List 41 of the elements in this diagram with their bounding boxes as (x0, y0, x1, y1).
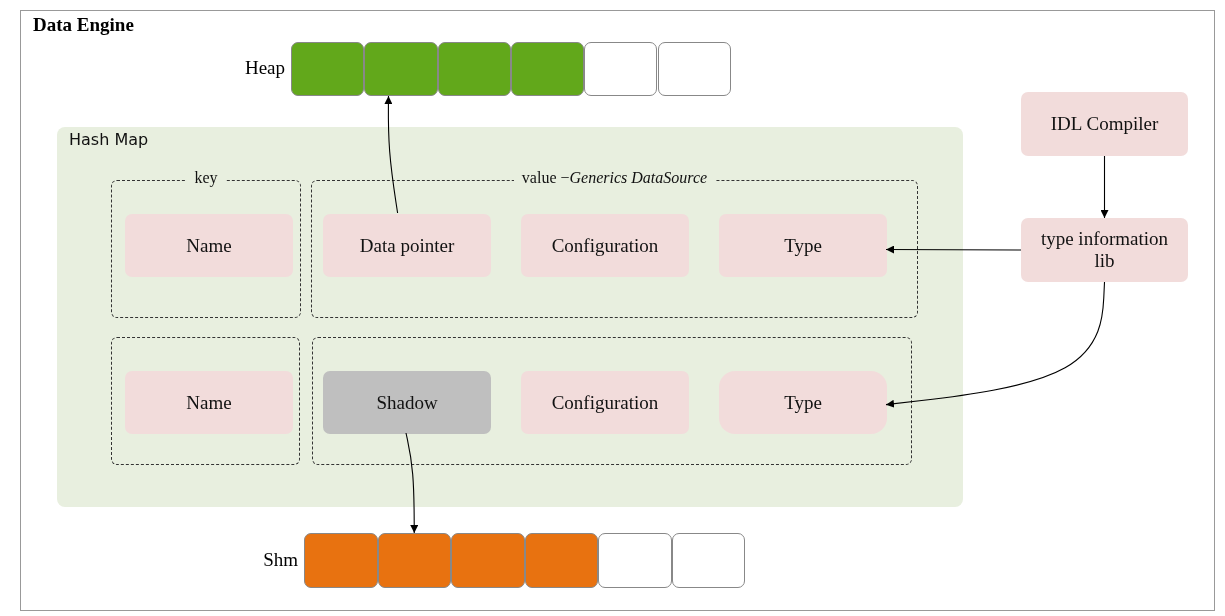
field-box (719, 214, 887, 277)
memory-cell (451, 533, 525, 588)
arrow (384, 95, 399, 214)
box-label: Shadow (376, 391, 438, 414)
box-label: Data pointer (359, 234, 455, 257)
box-label: IDL Compiler (1050, 113, 1159, 135)
memory-cell (671, 533, 745, 588)
arrow (1100, 155, 1109, 219)
value-group (312, 337, 912, 465)
memory-cell (598, 533, 672, 588)
group-label: key (186, 169, 226, 187)
box-label: Name (186, 391, 232, 414)
hash-map-panel (57, 127, 963, 507)
memory-label: Shm (263, 548, 298, 571)
memory-cell (510, 42, 585, 96)
panel-title: Hash Map (69, 130, 149, 149)
memory-cell (304, 533, 378, 588)
arrow (885, 245, 1022, 254)
arrow (885, 281, 1106, 408)
shadow-box (323, 371, 491, 434)
memory-label: Heap (244, 57, 285, 79)
box-label: Configuration (551, 234, 659, 257)
memory-cell (437, 42, 511, 96)
memory-cell (291, 42, 365, 96)
memory-cell (584, 42, 658, 96)
box-label: type information lib (1039, 228, 1170, 272)
box-label: Type (784, 234, 822, 257)
memory-cell (657, 42, 731, 96)
compiler-box (1021, 92, 1188, 156)
box-label: Type (784, 391, 822, 414)
box-label: Configuration (551, 391, 659, 414)
library-box (1021, 218, 1188, 282)
box-label: Name (186, 234, 232, 257)
arrow (405, 432, 419, 534)
field-box (719, 371, 887, 434)
memory-cell (524, 533, 598, 588)
field-box (323, 214, 491, 277)
memory-cell (364, 42, 438, 96)
memory-cell (377, 533, 451, 588)
key-group (111, 337, 300, 465)
diagram-title: Data Engine (33, 14, 134, 36)
